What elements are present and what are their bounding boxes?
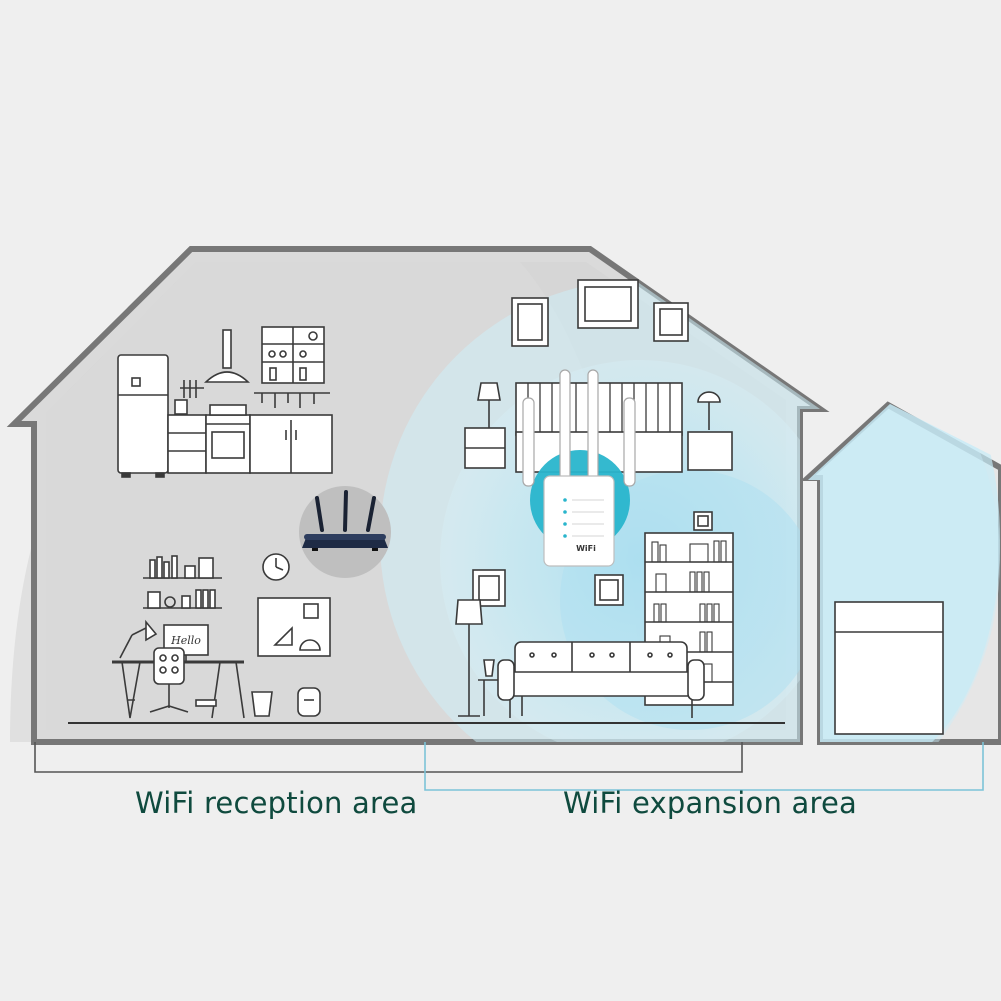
side-house-cabinet bbox=[834, 601, 944, 735]
expansion-area-label: WiFi expansion area bbox=[563, 786, 857, 820]
repeater-logo: WiFi bbox=[576, 544, 596, 553]
desk-chair bbox=[153, 647, 185, 685]
picture-frame-center bbox=[577, 279, 639, 329]
range-hood bbox=[203, 371, 251, 383]
bedroom bbox=[464, 279, 733, 473]
range-hood-pipe bbox=[222, 329, 232, 369]
reception-bracket bbox=[34, 742, 743, 773]
reception-area-label: WiFi reception area bbox=[135, 786, 418, 820]
lower-cabinet-left bbox=[167, 414, 207, 474]
fridge bbox=[117, 354, 169, 474]
bed-headboard bbox=[515, 382, 683, 436]
kitchen bbox=[117, 326, 333, 478]
wifi-repeater-icon: WiFi bbox=[522, 369, 636, 567]
waste-bin bbox=[251, 691, 273, 717]
router-icon bbox=[299, 486, 391, 578]
backpack bbox=[297, 687, 321, 717]
expansion-bracket bbox=[424, 742, 984, 791]
sofa-seat bbox=[503, 671, 699, 697]
monitor-text: Hello bbox=[170, 634, 201, 647]
living-room bbox=[455, 511, 734, 718]
study-area: Hello bbox=[112, 553, 331, 719]
